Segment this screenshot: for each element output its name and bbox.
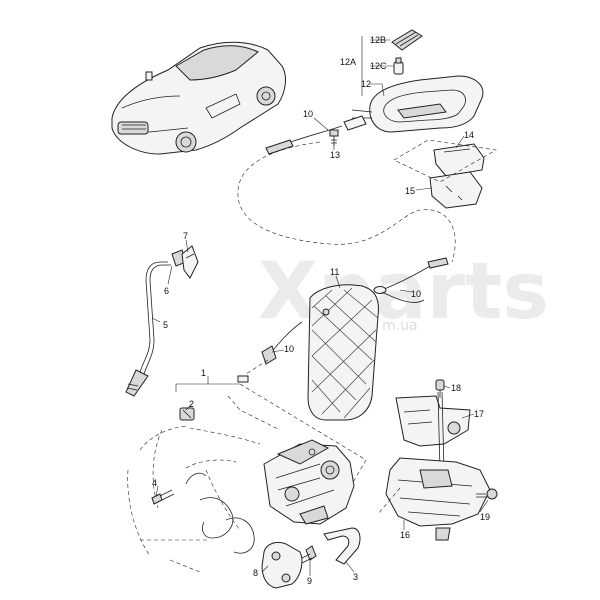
callout-7: 7 xyxy=(183,231,188,241)
door-lock-mechanism xyxy=(263,439,355,525)
clip-marker xyxy=(237,375,249,383)
callout-11: 11 xyxy=(330,267,339,277)
callout-18: 18 xyxy=(451,383,461,393)
callout-9: 9 xyxy=(307,576,312,586)
release-bracket-17 xyxy=(395,395,471,447)
callout-2: 2 xyxy=(189,399,194,409)
handle-cap-12b xyxy=(391,29,423,51)
door-panel-11 xyxy=(307,284,379,421)
outer-door-handle xyxy=(351,75,484,133)
callout-12a: 12A xyxy=(340,57,356,67)
lock-rod-5 xyxy=(125,261,171,397)
door-shell-outline xyxy=(127,425,261,573)
cable-end-10-low xyxy=(261,345,277,365)
carrier-16 xyxy=(385,457,491,541)
callout-10-mid: 10 xyxy=(411,289,421,299)
cover-14 xyxy=(433,143,485,177)
pin-18 xyxy=(435,379,445,398)
leader-lines xyxy=(151,36,489,576)
cable-clip xyxy=(373,286,387,294)
release-rod xyxy=(437,391,445,471)
callout-13: 13 xyxy=(330,150,340,160)
callout-15: 15 xyxy=(405,186,415,196)
callout-10-low: 10 xyxy=(284,344,294,354)
callout-12: 12 xyxy=(361,79,371,89)
cable-end-10-top xyxy=(265,139,294,155)
callout-5: 5 xyxy=(163,320,168,330)
callout-14: 14 xyxy=(464,130,474,140)
screw-19 xyxy=(476,488,498,500)
callout-12b: 12B xyxy=(370,35,386,45)
bracket-7 xyxy=(181,245,199,279)
callout-1: 1 xyxy=(201,368,206,378)
screw-9 xyxy=(297,545,317,565)
screw-4 xyxy=(151,489,175,505)
callout-16: 16 xyxy=(400,530,410,540)
car-illustration xyxy=(111,41,286,155)
clip-2 xyxy=(179,407,195,421)
handle-seal-12-small xyxy=(343,115,367,131)
callout-19: 19 xyxy=(480,512,490,522)
watermark-domain: m.ua xyxy=(382,318,418,334)
cover-15 xyxy=(429,171,483,209)
callout-3: 3 xyxy=(353,572,358,582)
callout-6: 6 xyxy=(164,286,169,296)
callout-10-top: 10 xyxy=(303,109,313,119)
callout-4: 4 xyxy=(152,478,157,488)
cable-route-loop xyxy=(237,141,456,263)
bracket-8 xyxy=(261,541,303,589)
callout-17: 17 xyxy=(474,409,484,419)
striker-3 xyxy=(323,527,361,565)
screw-13 xyxy=(329,129,339,146)
callout-8: 8 xyxy=(253,568,258,578)
lock-cylinder-12c xyxy=(393,57,404,75)
watermark-brand: Xparts xyxy=(258,247,549,337)
callout-12c: 12C xyxy=(370,61,387,71)
